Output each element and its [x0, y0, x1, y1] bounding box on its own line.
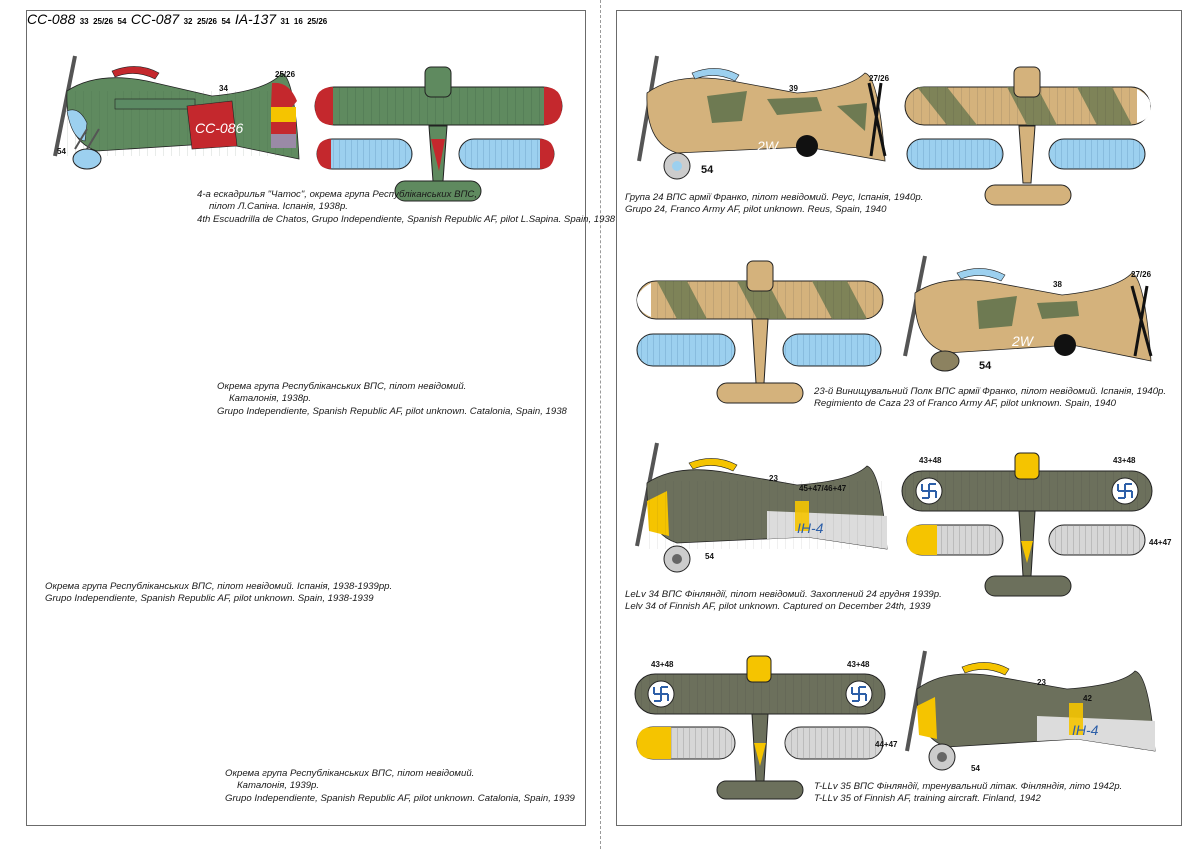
- aircraft-7-wing-right-label: 43+48: [1113, 456, 1136, 465]
- aircraft-6-top-view: [636, 260, 884, 404]
- aircraft-8-wing-left-label: 43+48: [651, 660, 674, 669]
- aircraft-3-code: CC-087: [130, 11, 180, 27]
- aircraft-6-code: 2W: [1011, 333, 1035, 349]
- plate-1-caption-line-3: 4th Escuadrilla de Chatos, Grupo Indepen…: [197, 213, 616, 225]
- plate-3-caption-line-1: Окрема група Республіканських ВПС, пілот…: [45, 581, 393, 592]
- aircraft-8-code: IH-4: [1072, 722, 1099, 738]
- aircraft-8-under-label: 44+47: [875, 740, 898, 749]
- aircraft-8-wheel-label: 54: [971, 764, 980, 773]
- plate-6-caption-line-2: Regimiento de Caza 23 of Franco Army AF,…: [814, 398, 1117, 410]
- aircraft-2-side-view: CC-088 33 25/26 54: [27, 11, 131, 28]
- aircraft-6-tail-label: 27/26: [1131, 270, 1152, 279]
- aircraft-1-number-label: 34: [219, 84, 228, 93]
- plate-6-caption: 23-й Винищувальний Полк ВПС армії Франко…: [814, 386, 1166, 411]
- aircraft-7-number-label: 23: [769, 474, 778, 483]
- aircraft-8-top-view: 43+48 43+48 44+47: [634, 655, 898, 800]
- aircraft-4-side-view: IA-137 31 16 25/26: [235, 11, 327, 28]
- aircraft-2-code: CC-088: [27, 11, 76, 27]
- aircraft-8-second-number-label: 42: [1083, 694, 1092, 703]
- aircraft-2-number-label: 33: [79, 17, 89, 26]
- aircraft-3-tail-label: 25/26: [196, 17, 217, 26]
- aircraft-5-wheel-label: 54: [701, 164, 714, 176]
- plate-3-caption: Окрема група Республіканських ВПС, пілот…: [45, 581, 392, 606]
- aircraft-8-wing-right-label: 43+48: [847, 660, 870, 669]
- aircraft-4-number-label: 31: [280, 17, 290, 26]
- aircraft-6-wheel-label: 54: [979, 360, 992, 372]
- plate-5-caption-line-1: Група 24 ВПС армії Франко, пілот невідом…: [625, 192, 924, 203]
- aircraft-7-tail-label: 45+47/46+47: [799, 484, 847, 493]
- aircraft-4-tail-label: 25/26: [307, 17, 328, 26]
- aircraft-6-side-view: 2W 38 27/26 54: [903, 255, 1153, 372]
- plate-7-caption-line-2: Lelv 34 of Finnish AF, pilot unknown. Ca…: [625, 601, 931, 613]
- aircraft-1-code: CC-086: [195, 120, 243, 136]
- aircraft-8-side-view: IH-4 23 42 54: [905, 650, 1156, 773]
- plate-3-caption-line-2: Grupo Independiente, Spanish Republic AF…: [45, 593, 374, 605]
- plate-8-caption: T-LLv 35 ВПС Фінляндії, тренувальний літ…: [814, 781, 1122, 806]
- aircraft-5-number-label: 39: [789, 84, 798, 93]
- plate-1-caption-line-2: пілот Л.Сапіна. Іспанія, 1938р.: [209, 201, 348, 213]
- right-artwork: 2W 39 27/26 54: [634, 55, 1172, 800]
- aircraft-6-number-label: 38: [1053, 280, 1062, 289]
- aircraft-2-wheel-label: 54: [117, 17, 127, 26]
- plate-4-caption-line-1: Окрема група Республіканських ВПС, пілот…: [225, 768, 475, 779]
- aircraft-7-code: IH-4: [797, 520, 824, 536]
- plate-4-caption-line-3: Grupo Independiente, Spanish Republic AF…: [225, 792, 575, 804]
- plate-1-caption-line-1: 4-а ескадрилья "Чатос", окрема група Рес…: [197, 189, 478, 200]
- plate-8-caption-line-1: T-LLv 35 ВПС Фінляндії, тренувальний літ…: [814, 781, 1123, 792]
- aircraft-5-code: 2W: [756, 138, 780, 154]
- aircraft-7-top-view: 43+48 43+48 44+47: [901, 452, 1172, 597]
- aircraft-7-side-view: IH-4 23 45+47/46+47 54: [635, 442, 888, 573]
- page-divider: [600, 0, 601, 849]
- left-artwork: CC-086 34 25/26 54: [53, 55, 563, 202]
- right-plate-panel: 2W 39 27/26 54: [616, 10, 1182, 826]
- aircraft-4-second-number-label: 16: [293, 17, 303, 26]
- aircraft-3-wheel-label: 54: [221, 17, 231, 26]
- plate-2-caption: Окрема група Республіканських ВПС, пілот…: [217, 381, 567, 418]
- plate-2-caption-line-3: Grupo Independiente, Spanish Republic AF…: [217, 405, 567, 417]
- aircraft-5-side-view: 2W 39 27/26 54: [637, 55, 890, 180]
- aircraft-8-number-label: 23: [1037, 678, 1046, 687]
- plate-5-caption-line-2: Grupo 24, Franco Army AF, pilot unknown.…: [625, 204, 887, 216]
- aircraft-1-side-view: CC-086 34 25/26 54: [53, 55, 300, 170]
- aircraft-5-top-view: [904, 66, 1151, 206]
- left-plate-panel: CC-086 34 25/26 54: [26, 10, 615, 826]
- aircraft-3-number-label: 32: [183, 17, 193, 26]
- aircraft-3-side-view: CC-087 32 25/26 54: [131, 11, 235, 28]
- aircraft-1-top-view: [314, 66, 563, 202]
- plate-4-caption: Окрема група Республіканських ВПС, пілот…: [225, 768, 575, 805]
- aircraft-7-wheel-label: 54: [705, 552, 714, 561]
- aircraft-7-under-label: 44+47: [1149, 538, 1172, 547]
- plate-5-caption: Група 24 ВПС армії Франко, пілот невідом…: [625, 192, 923, 217]
- aircraft-2-tail-label: 25/26: [93, 17, 114, 26]
- plate-1-caption: 4-а ескадрилья "Чатос", окрема група Рес…: [197, 189, 615, 226]
- plate-4-caption-line-2: Каталонія, 1939р.: [237, 780, 320, 792]
- aircraft-1-wheel-label: 54: [57, 147, 66, 156]
- plate-6-caption-line-1: 23-й Винищувальний Полк ВПС армії Франко…: [814, 386, 1167, 397]
- plate-8-caption-line-2: T-LLv 35 of Finnish AF, training aircraf…: [814, 793, 1041, 805]
- aircraft-4-code: IA-137: [234, 11, 277, 27]
- plate-7-caption-line-1: LeLv 34 ВПС Фінляндії, пілот невідомий. …: [625, 589, 942, 600]
- plate-2-caption-line-2: Каталонія, 1938р.: [229, 393, 312, 405]
- aircraft-7-wing-left-label: 43+48: [919, 456, 942, 465]
- aircraft-1-tail-label: 25/26: [275, 70, 296, 79]
- plate-7-caption: LeLv 34 ВПС Фінляндії, пілот невідомий. …: [625, 589, 942, 614]
- plate-2-caption-line-1: Окрема група Республіканських ВПС, пілот…: [217, 381, 467, 392]
- aircraft-5-tail-label: 27/26: [869, 74, 890, 83]
